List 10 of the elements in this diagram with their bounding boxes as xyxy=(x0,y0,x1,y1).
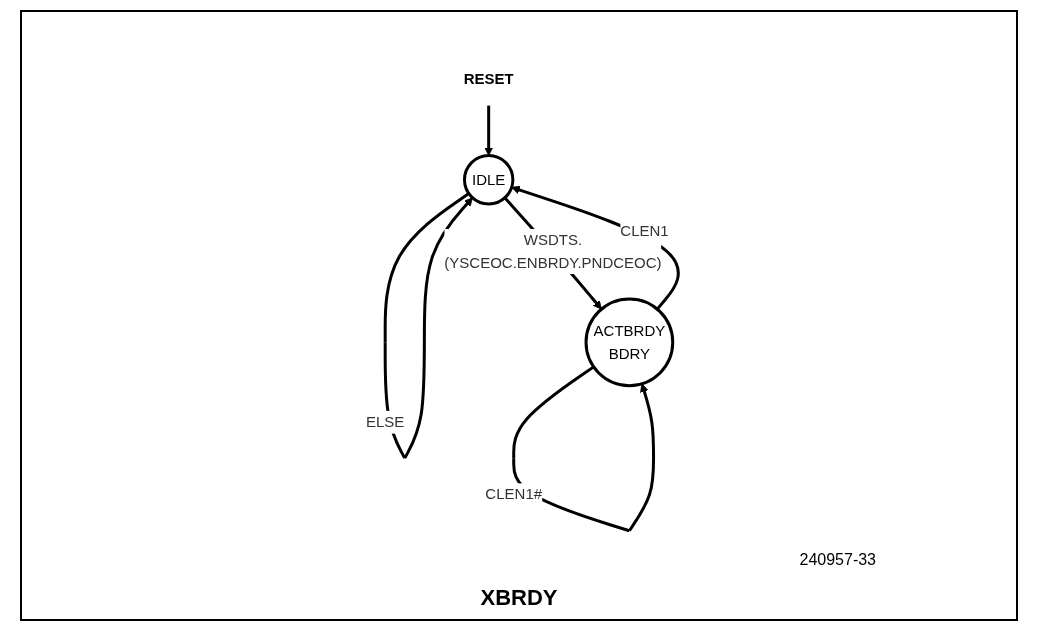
node-text: RESET xyxy=(463,70,514,88)
caption: XBRDY xyxy=(480,585,558,610)
arrow xyxy=(511,185,680,311)
figure-number: 240957-33 xyxy=(799,551,876,568)
arrow xyxy=(484,105,493,156)
node-circle: ACTBRDY BDRY xyxy=(584,297,675,388)
edge-label: ELSE xyxy=(365,412,405,430)
node-circle: IDLE xyxy=(462,154,515,206)
edge-label: CLEN1 xyxy=(620,221,669,239)
edge-label: CLEN1# xyxy=(485,485,542,503)
